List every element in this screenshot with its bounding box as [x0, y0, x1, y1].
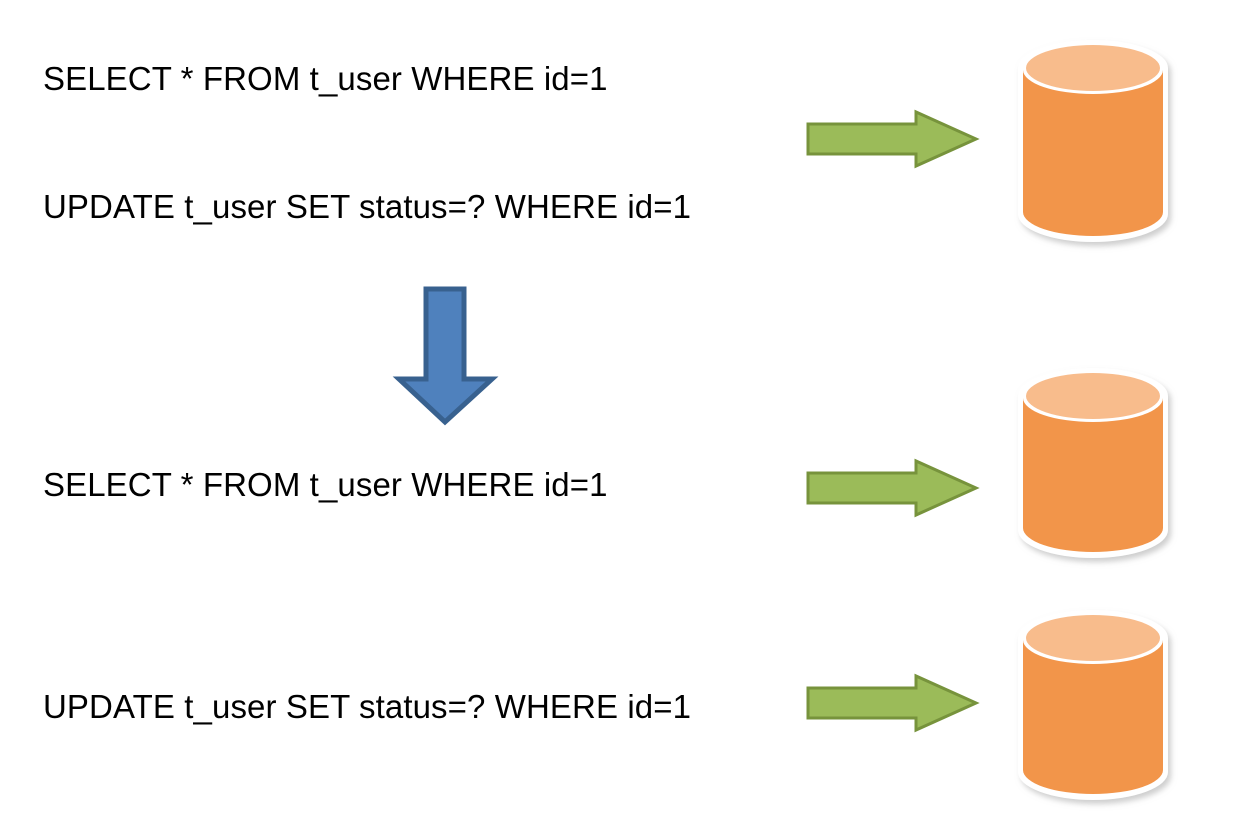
sql-statement-update-2: UPDATE t_user SET status=? WHERE id=1	[43, 688, 692, 725]
database-cylinder-icon-row-1	[1014, 364, 1172, 564]
sql-statement-select-2: SELECT * FROM t_user WHERE id=1	[43, 466, 608, 503]
sql-statement-select-1: SELECT * FROM t_user WHERE id=1	[43, 60, 608, 97]
arrow-right-icon-row-1	[806, 458, 980, 518]
arrow-right-icon-top	[806, 109, 980, 169]
database-cylinder-icon-top	[1014, 36, 1172, 248]
database-cylinder-icon-row-2	[1014, 606, 1172, 806]
sql-statement-update-1: UPDATE t_user SET status=? WHERE id=1	[43, 188, 692, 225]
arrow-right-icon-row-2	[806, 673, 980, 733]
arrow-down-icon-transition	[392, 286, 499, 426]
